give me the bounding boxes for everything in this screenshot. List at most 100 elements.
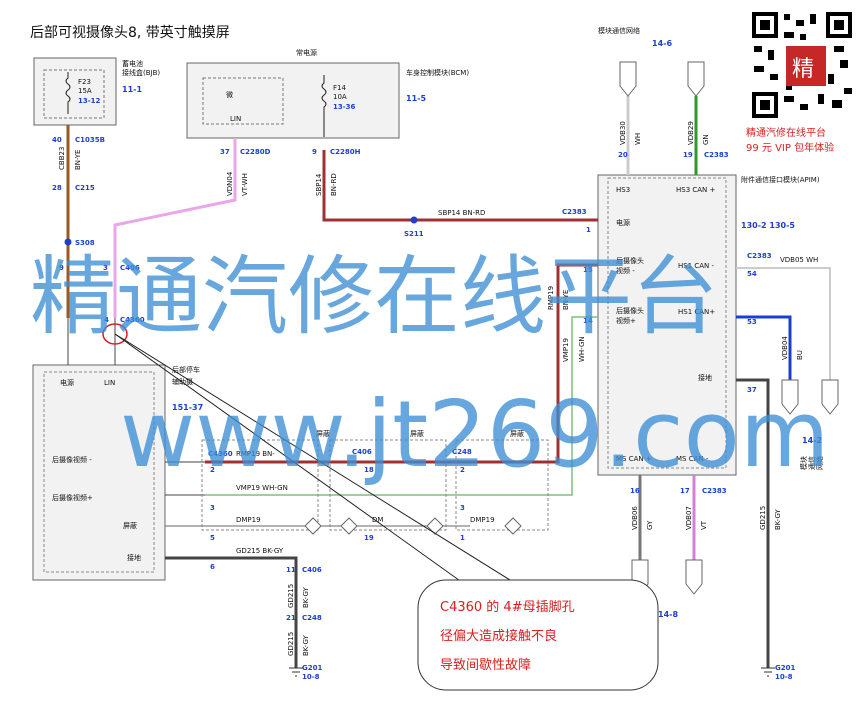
shield-box-1: [201, 439, 319, 531]
wire-label-vdb06: VDB06: [631, 506, 639, 530]
apim-ground: 接地: [698, 373, 712, 382]
camera-power: 电源: [60, 378, 74, 387]
wire-gd215-camera: [165, 556, 298, 668]
ad-line-2: 99 元 VIP 包年体验: [746, 141, 834, 154]
wire-label-bkgy-c: BK-GY: [774, 508, 782, 530]
wire-label-bu: BU: [796, 350, 804, 360]
apim-hs1can-pos: HS1 CAN+: [678, 308, 715, 316]
ground-symbol-apim: [761, 667, 775, 677]
camera-name-1: 后部停车: [172, 365, 200, 374]
pin-40: 40: [52, 136, 62, 144]
pin-14: 14: [583, 317, 593, 325]
pin-1b: 1: [460, 534, 465, 542]
callout-pointer-2: [114, 333, 471, 589]
wire-label-gd215-bkgy: GD215 BK-GY: [236, 547, 284, 555]
pin-19b: 19: [364, 534, 374, 542]
shield-label-3: 屏蔽: [510, 429, 524, 438]
bjb-name-1: 蓄电池: [122, 59, 143, 68]
splice-s211: [410, 216, 418, 224]
apim-pin-hs3can: HS3 CAN +: [676, 186, 716, 194]
wire-vdb04: [736, 315, 792, 380]
shield-junction-3: [426, 517, 444, 535]
pin-53: 53: [747, 318, 757, 326]
diagram-title: 后部可视摄像头8, 带英寸触摸屏: [30, 24, 230, 41]
apim-ms-can-pos: MS CAN +: [616, 455, 652, 463]
bcm-lin-label: LIN: [230, 115, 241, 123]
bjb-name-2: 接线盒(BJB): [122, 68, 160, 77]
pin-1: 1: [586, 226, 591, 234]
wire-gd215-apim: [736, 378, 770, 668]
callout-box: [417, 579, 659, 691]
wire-label-cbb23: CBB23: [58, 147, 66, 170]
conn-c2280h: C2280H: [330, 148, 361, 156]
ground-symbol-camera: [289, 667, 303, 677]
bcm-rating: 10A: [333, 93, 347, 101]
bjb-fuse: F23: [78, 78, 91, 86]
shield-label-2: 屏蔽: [410, 429, 424, 438]
pin-6: 6: [210, 563, 215, 571]
wire-vdb05: [736, 267, 831, 380]
wire-label-bnye: BN-YE: [74, 150, 82, 170]
net-arrow-vdb29: [687, 61, 705, 97]
bcm-page: 11-5: [406, 94, 426, 103]
wire-label-vmp19-whgn: VMP19 WH-GN: [236, 484, 288, 492]
wire-label-dmp19-b: DMP19: [470, 516, 495, 524]
pin-37b: 37: [747, 386, 757, 394]
qr-code: 精: [748, 8, 856, 122]
conn-c215: C215: [75, 184, 95, 192]
splice-s308-label: S308: [75, 239, 95, 247]
wire-vdn04: [113, 138, 237, 318]
bcm-top-label: 常电源: [296, 48, 317, 57]
apim-ms-can-neg: MS CAN -: [676, 455, 709, 463]
pin-3b: 3: [210, 504, 215, 512]
shield-box-2: [329, 439, 447, 531]
wire-label-vt: VT: [700, 520, 708, 530]
bcm-name: 车身控制模块(BCM): [406, 68, 469, 77]
conn-c406-alt: C406: [352, 448, 372, 456]
apim-name: 附件通信接口模块(APIM): [741, 175, 820, 184]
wire-label-rmp19-bn: RMP19 BN-: [236, 450, 275, 458]
side-network-l1: 模块: [799, 456, 808, 470]
network-page: 14-6: [652, 39, 672, 48]
camera-lin: LIN: [104, 379, 115, 387]
pin-17: 17: [680, 487, 690, 495]
conn-c406: C406: [120, 264, 140, 272]
bjb-inner: [43, 69, 105, 119]
bcm-fuse-symbol: [321, 75, 327, 137]
pin-9b: 9: [312, 148, 317, 156]
bcm-inner: [202, 77, 284, 125]
conn-c2383-ms: C2383: [702, 487, 727, 495]
callout-pointer-1: [114, 333, 511, 581]
watermark-url: www.jt269.com: [120, 381, 830, 488]
g201-apim-page: 10-8: [775, 673, 793, 681]
ad-line-1: 精通汽修在线平台: [746, 126, 826, 139]
watermark-cn: 精通汽修在线平台: [30, 247, 718, 347]
apim-hs1can-neg: HS1 CAN -: [678, 262, 715, 270]
bcm-inner-label: 微: [226, 90, 233, 99]
conn-c4360: C4360: [120, 316, 145, 324]
wire-label-vdb07: VDB07: [685, 506, 693, 530]
conn-c2280d: C2280D: [240, 148, 271, 156]
pin-20: 20: [618, 151, 628, 159]
conn-c2383-power: C2383: [562, 208, 587, 216]
apim-cam-pos-2: 视频+: [616, 316, 636, 325]
pin-9: 9: [59, 264, 64, 272]
bjb-page: 11-1: [122, 85, 142, 94]
wire-label-bkgy-a: BK-GY: [302, 586, 310, 608]
wire-label-whgn: WH-GN: [578, 336, 586, 362]
wire-label-vdb29: VDB29: [687, 121, 695, 145]
wire-label-vdb30: VDB30: [619, 121, 627, 145]
bcm-loc: 13-36: [333, 103, 356, 111]
camera-page: 151-37: [172, 403, 203, 412]
wire-label-vmp19: VMP19: [562, 338, 570, 362]
side-network-page-bottom: 14-8: [658, 610, 678, 619]
side-network-l2: 通信: [807, 456, 816, 470]
apim-power: 电源: [616, 218, 630, 227]
conn-c2383-hs1: C2383: [747, 252, 772, 260]
wire-label-bnye2: BN-YE: [562, 290, 570, 310]
camera-ground: 接地: [127, 553, 141, 562]
bjb-fuse-symbol: [65, 72, 71, 114]
conn-c2383-top: C2383: [704, 151, 729, 159]
pin-2: 2: [210, 466, 215, 474]
pin-11: 11: [286, 566, 296, 574]
